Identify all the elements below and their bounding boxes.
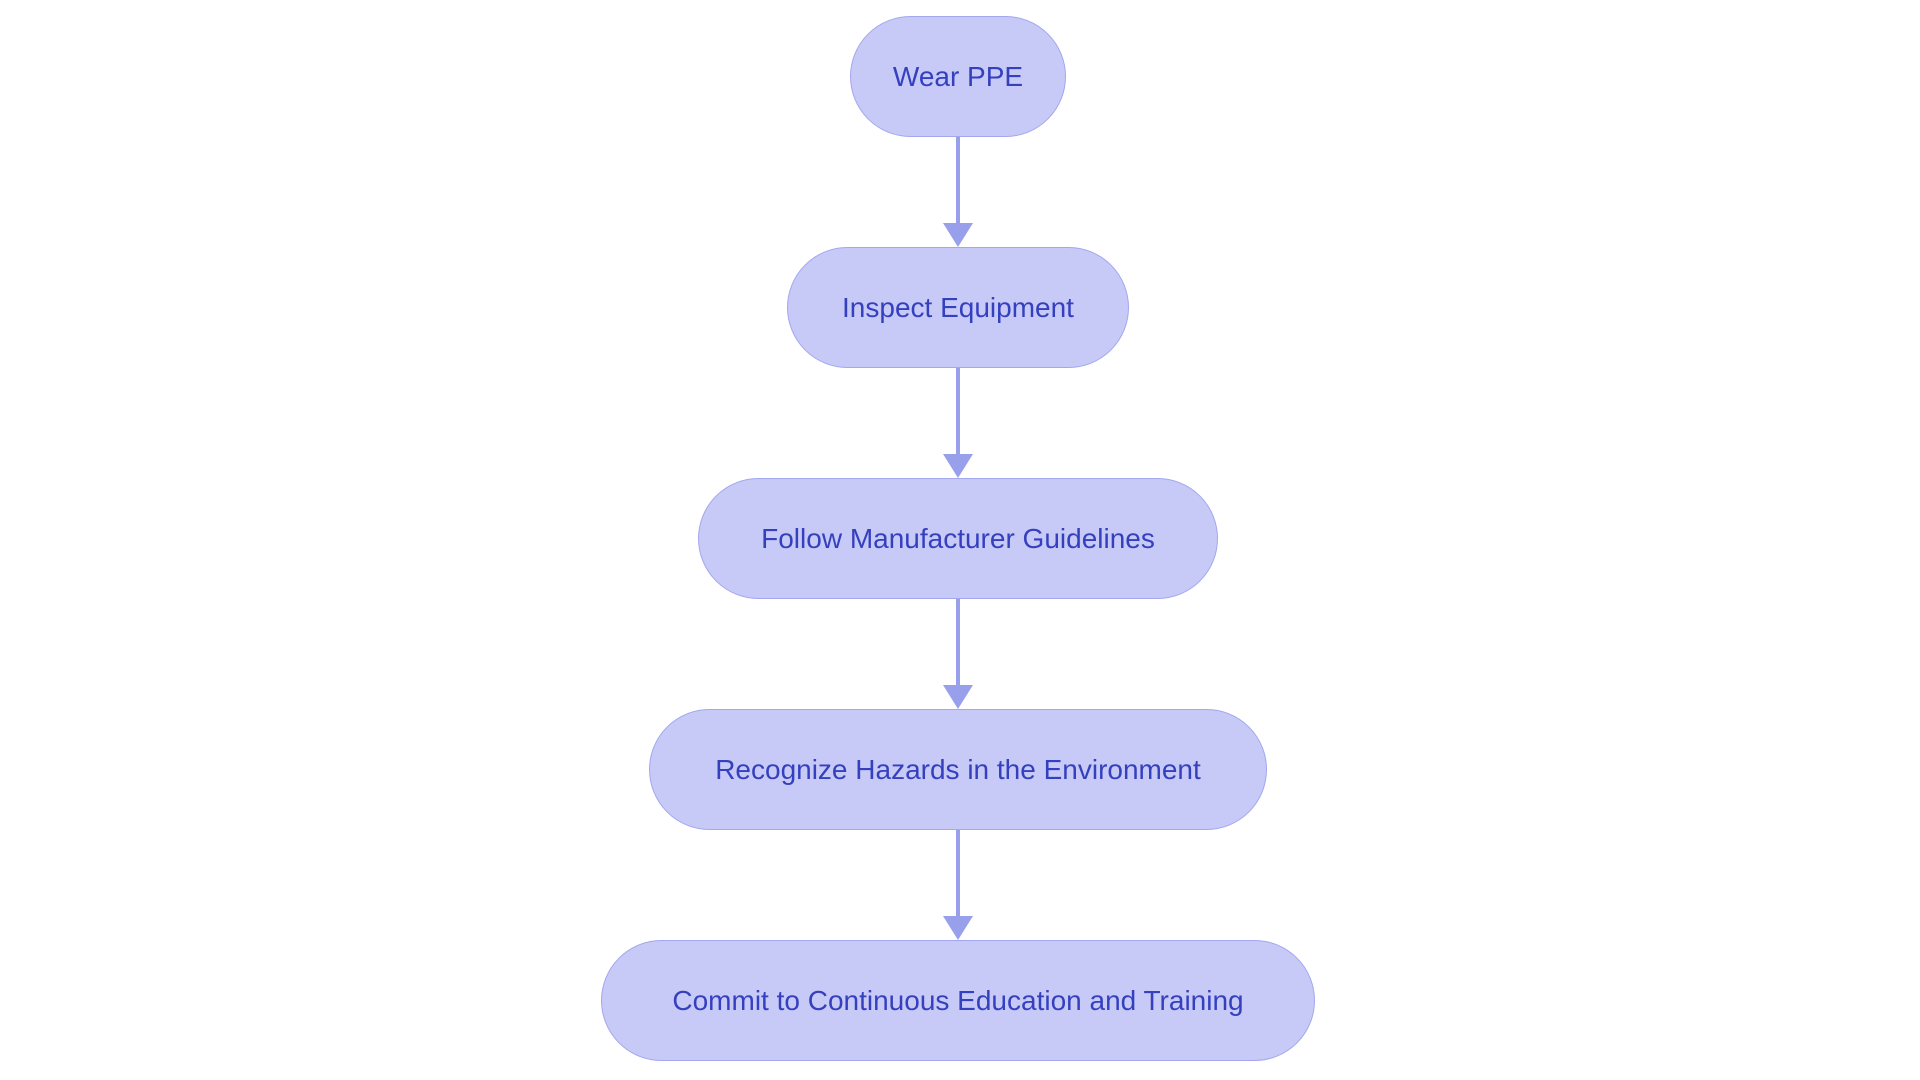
flow-arrow-3-to-4 — [943, 599, 973, 709]
arrowhead-down-icon — [943, 223, 973, 247]
flow-node-wear-ppe: Wear PPE — [850, 16, 1066, 137]
flow-node-label: Commit to Continuous Education and Train… — [672, 984, 1244, 1016]
arrow-line — [956, 368, 960, 454]
arrowhead-down-icon — [943, 454, 973, 478]
flow-node-label: Wear PPE — [892, 60, 1024, 92]
flow-node-label: Recognize Hazards in the Environment — [715, 753, 1201, 785]
flow-node-recognize-hazards: Recognize Hazards in the Environment — [649, 709, 1267, 830]
arrowhead-down-icon — [943, 916, 973, 940]
flow-node-label: Follow Manufacturer Guidelines — [761, 522, 1155, 554]
arrow-line — [956, 137, 960, 223]
flow-arrow-4-to-5 — [943, 830, 973, 940]
flow-node-continuous-education-training: Commit to Continuous Education and Train… — [601, 940, 1315, 1061]
flow-arrow-2-to-3 — [943, 368, 973, 478]
flow-arrow-1-to-2 — [943, 137, 973, 247]
flow-node-follow-manufacturer-guidelines: Follow Manufacturer Guidelines — [698, 478, 1218, 599]
arrow-line — [956, 830, 960, 916]
flow-node-inspect-equipment: Inspect Equipment — [787, 247, 1129, 368]
flowchart-column: Wear PPE Inspect Equipment Follow Manufa… — [0, 16, 1918, 1061]
arrow-line — [956, 599, 960, 685]
arrowhead-down-icon — [943, 685, 973, 709]
flow-node-label: Inspect Equipment — [842, 291, 1074, 323]
